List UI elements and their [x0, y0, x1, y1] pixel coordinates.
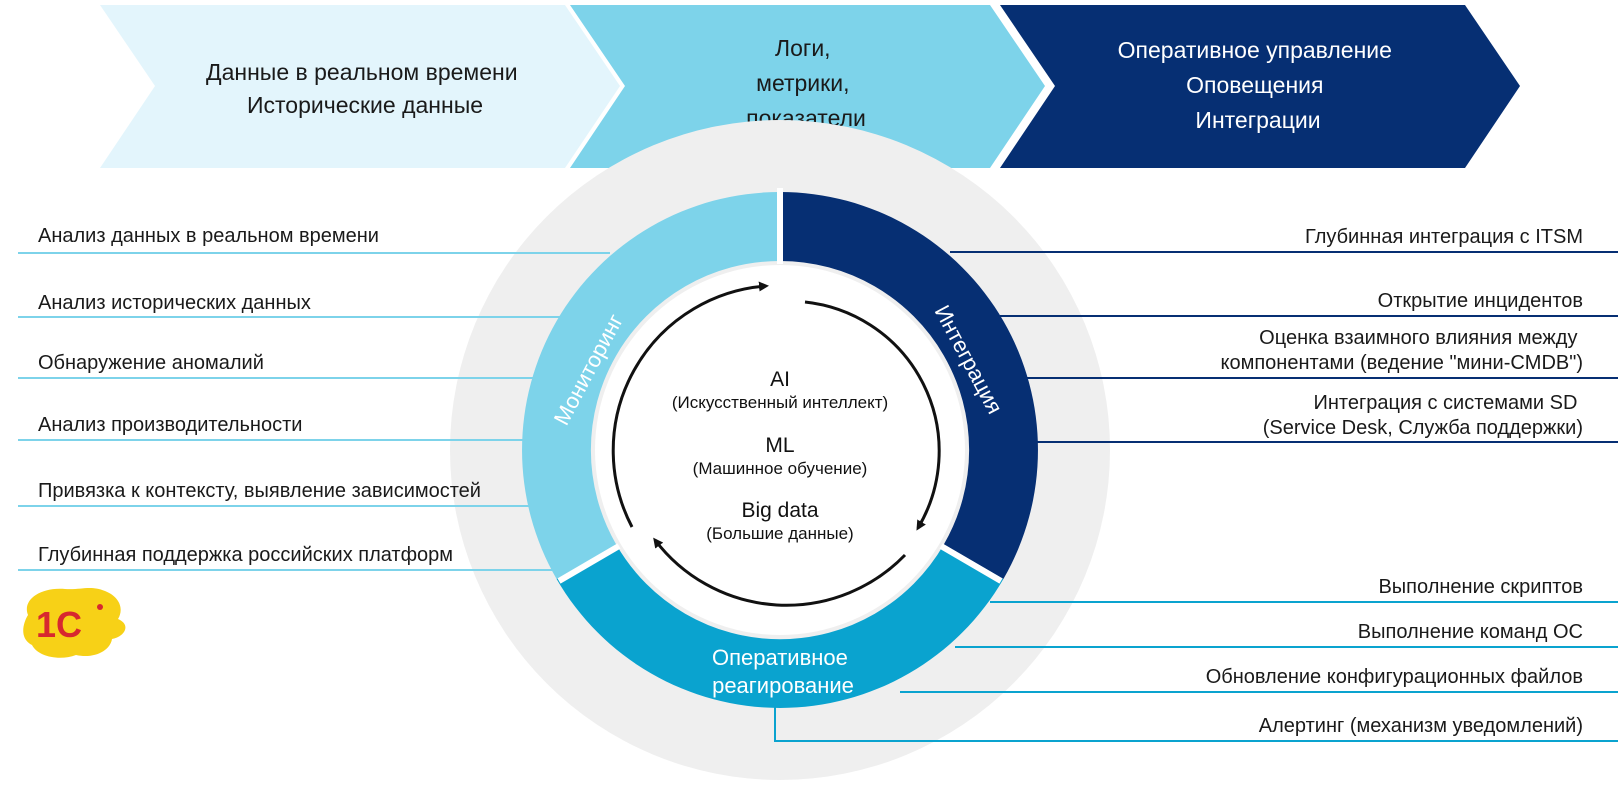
- response-label-2: Выполнение команд ОС: [1358, 621, 1583, 643]
- center-bigdata-title: Big data: [741, 499, 818, 522]
- arrow-bottom: [653, 537, 907, 607]
- segment-integration: [780, 192, 1038, 579]
- left-labels: Анализ данных в реальном времени Анализ …: [38, 225, 481, 566]
- right-response-connectors: [774, 601, 1618, 742]
- segment-response: [556, 544, 1004, 708]
- center-ai-title: AI: [770, 368, 790, 391]
- left-connectors: [18, 252, 610, 571]
- chevron-2: [570, 5, 1045, 168]
- chevron-1: [100, 5, 620, 168]
- chevron-1-text: Данные в реальном времени Исторические д…: [206, 59, 524, 118]
- center-bigdata-subtitle: (Большие данные): [706, 524, 853, 543]
- center-text: AI (Искусственный интеллект) ML (Машинно…: [672, 368, 888, 543]
- 1c-logo-icon: 1С: [23, 587, 126, 658]
- left-label-2: Анализ исторических данных: [38, 292, 311, 314]
- arrow-right: [804, 300, 941, 531]
- segment-dividers: [557, 188, 1003, 584]
- right-label-3: Оценка взаимного влияния между компонент…: [1220, 327, 1583, 374]
- right-integration-labels: Глубинная интеграция с ITSM Открытие инц…: [1220, 226, 1583, 439]
- right-response-labels: Выполнение скриптов Выполнение команд ОС…: [1206, 576, 1583, 737]
- connector-response-4: [774, 700, 1618, 742]
- chevron-row: Данные в реальном времени Исторические д…: [100, 5, 1520, 168]
- left-label-3: Обнаружение аномалий: [38, 352, 264, 374]
- center-ai-subtitle: (Искусственный интеллект): [672, 393, 888, 412]
- left-label-5: Привязка к контексту, выявление зависимо…: [38, 480, 481, 502]
- center-ml-title: ML: [765, 434, 794, 457]
- segment-response-label: Оперативное реагирование: [712, 645, 854, 698]
- logo-text: 1С: [36, 604, 82, 645]
- right-label-1: Глубинная интеграция с ITSM: [1305, 226, 1583, 248]
- chevron-2-text: Логи, метрики, показатели: [746, 35, 866, 131]
- center-ml-subtitle: (Машинное обучение): [693, 459, 868, 478]
- right-label-2: Открытие инцидентов: [1378, 290, 1583, 312]
- left-label-4: Анализ производительности: [38, 414, 302, 436]
- left-label-1: Анализ данных в реальном времени: [38, 225, 379, 247]
- left-label-6: Глубинная поддержка российских платформ: [38, 544, 453, 566]
- inner-circle: [595, 265, 965, 635]
- response-label-4: Алертинг (механизм уведомлений): [1259, 715, 1583, 737]
- chevron-3-text: Оперативное управление Оповещения Интегр…: [1118, 37, 1399, 133]
- response-label-1: Выполнение скриптов: [1378, 576, 1583, 598]
- right-integration-connectors: [950, 251, 1618, 443]
- right-label-4: Интеграция с системами SD (Service Desk,…: [1263, 392, 1583, 439]
- response-label-3: Обновление конфигурационных файлов: [1206, 666, 1583, 688]
- chevron-3: [1000, 5, 1520, 168]
- cycle-arrows: [611, 281, 941, 607]
- arrow-top-left: [611, 281, 769, 528]
- logo-dot: [97, 604, 103, 610]
- segment-monitoring: [522, 192, 780, 579]
